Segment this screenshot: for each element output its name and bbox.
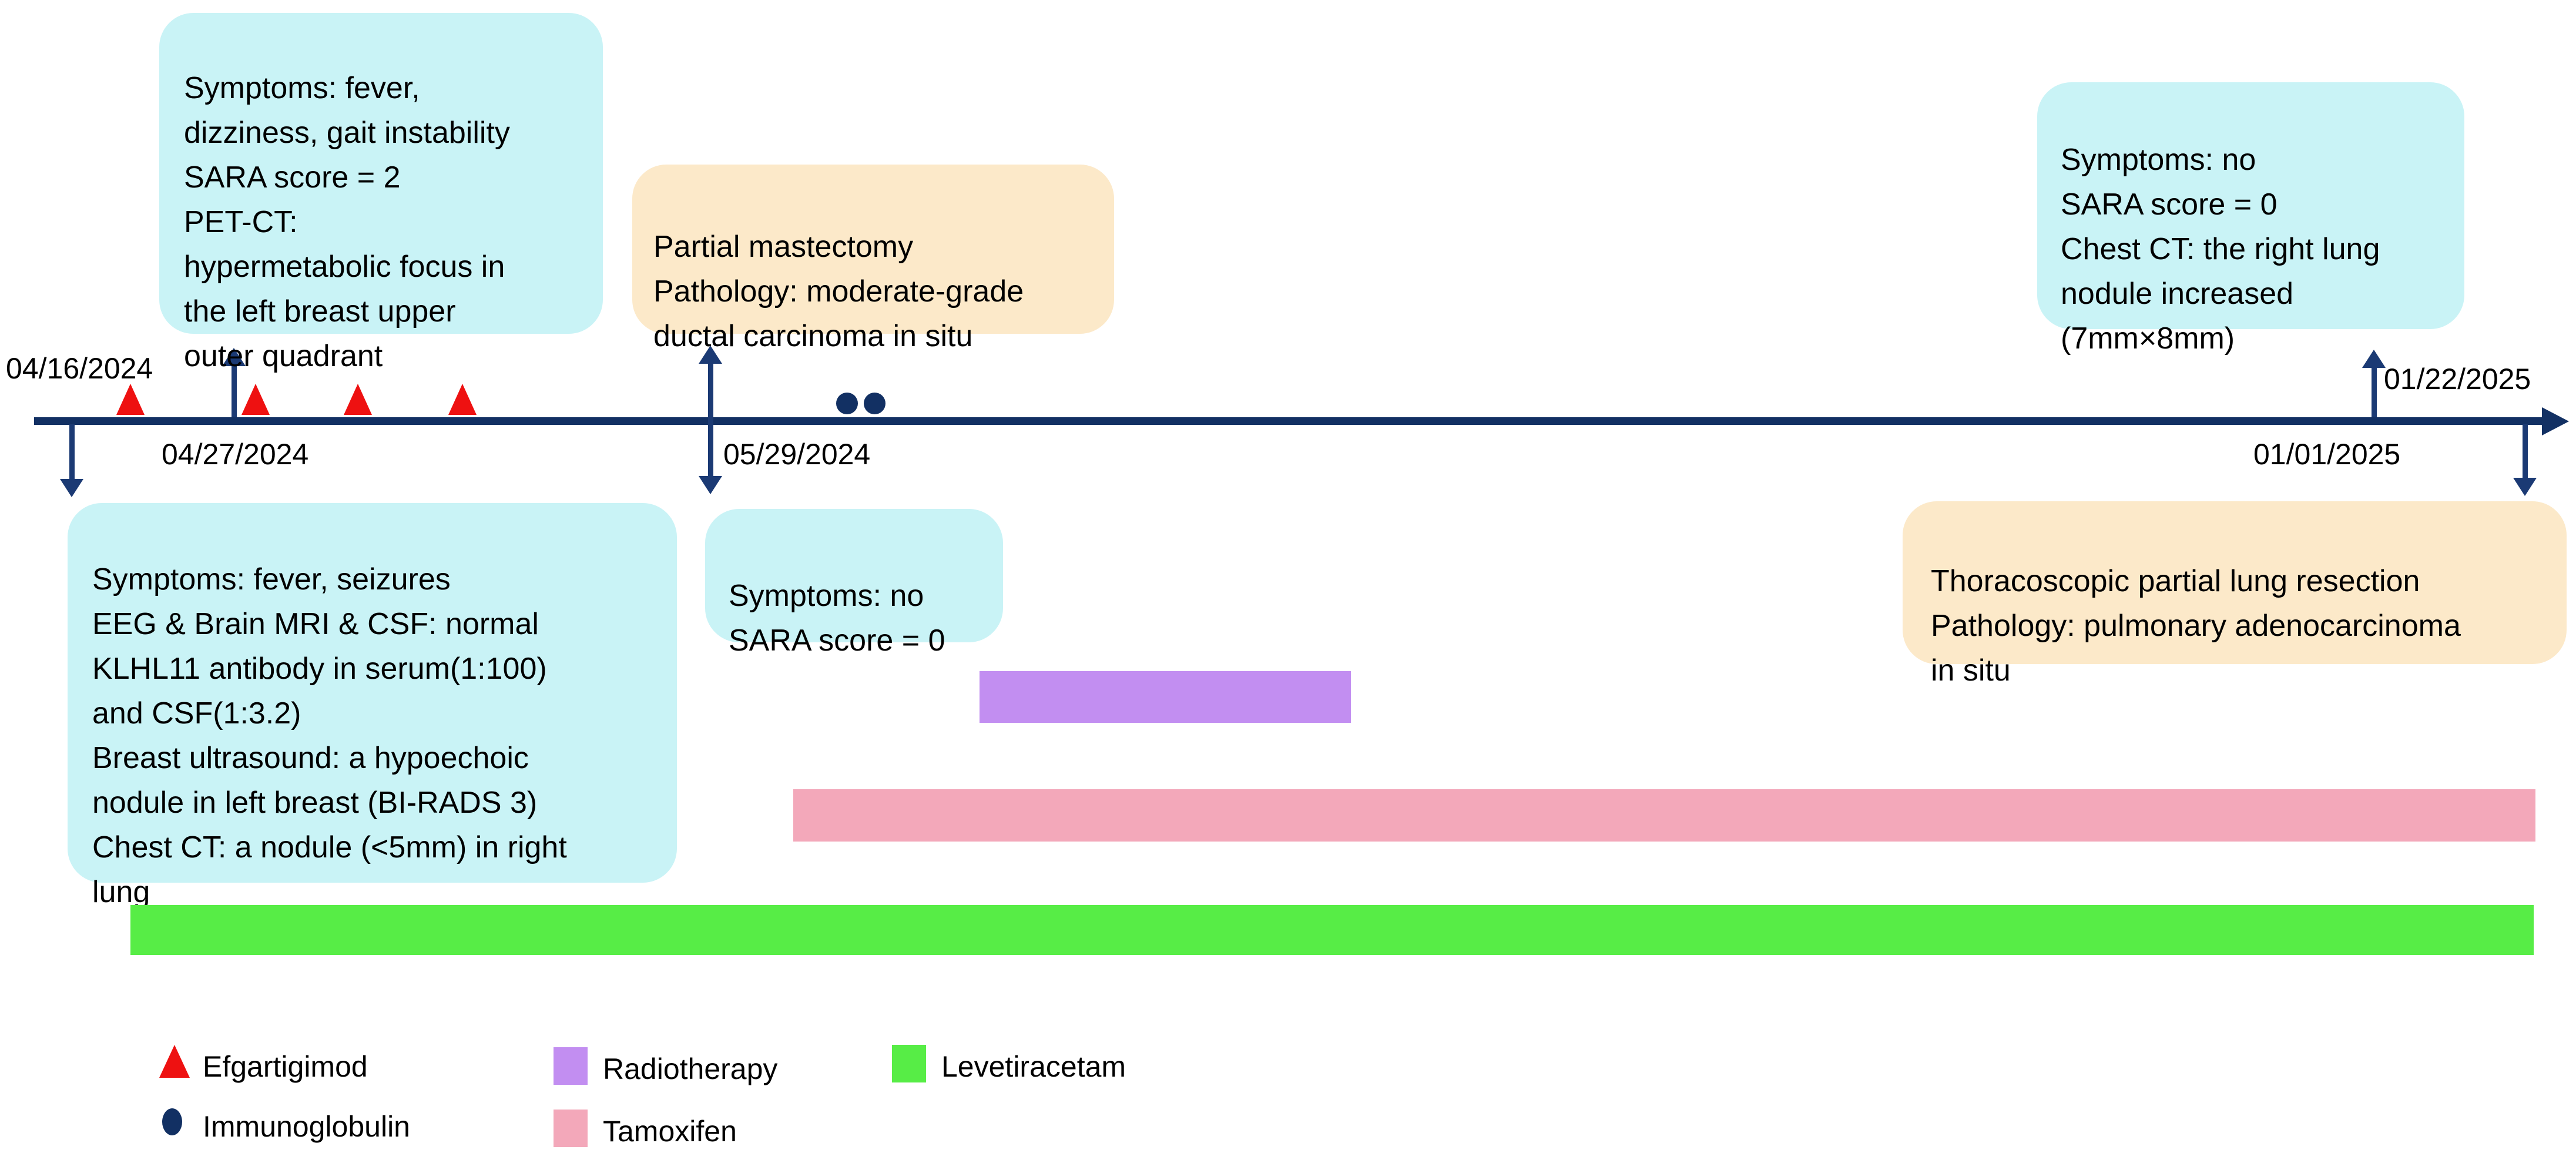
legend-radiotherapy-swatch [554,1047,588,1085]
callout-partial-mastectomy: Partial mastectomy Pathology: moderate-g… [632,165,1114,353]
connector-arrow-double-may29 [708,363,713,477]
callout-admission-workup: Symptoms: fever, seizures EEG & Brain MR… [68,503,677,909]
timeline-axis [34,417,2544,425]
date-label-01-22-2025: 01/22/2025 [2384,363,2531,395]
efgartigimod-triangle-icon [116,384,145,415]
arrowhead-down-icon [699,476,722,494]
legend-levetiracetam-swatch [892,1045,926,1082]
date-label-04-27-2024: 04/27/2024 [162,438,309,471]
callout-lung-resection-text: Thoracoscopic partial lung resection Pat… [1931,564,2461,688]
efgartigimod-triangle-icon [344,384,372,415]
immunoglobulin-dot-icon [836,393,858,414]
callout-lung-resection: Thoracoscopic partial lung resection Pat… [1903,501,2567,688]
legend-label-efgartigimod: Efgartigimod [203,1050,368,1083]
arrowhead-down-icon [2513,478,2537,496]
efgartigimod-triangle-icon [448,384,477,415]
date-label-01-01-2025: 01/01/2025 [2253,438,2401,471]
connector-arrow-down-apr16 [69,424,75,479]
arrowhead-up-icon [222,348,246,366]
legend-label-tamoxifen: Tamoxifen [603,1115,737,1148]
date-label-05-29-2024: 05/29/2024 [723,438,871,471]
legend-label-levetiracetam: Levetiracetam [941,1050,1126,1083]
bar-radiotherapy [980,671,1351,723]
callout-partial-mastectomy-text: Partial mastectomy Pathology: moderate-g… [653,230,1024,353]
legend-label-immunoglobulin: Immunoglobulin [203,1110,410,1143]
arrowhead-up-icon [2362,350,2386,368]
efgartigimod-triangle-icon [242,384,270,415]
date-label-04-16-2024: 04/16/2024 [6,352,153,385]
arrowhead-down-icon [60,479,83,497]
callout-onset-workup: Symptoms: fever, dizziness, gait instabi… [159,13,603,373]
callout-onset-workup-text: Symptoms: fever, dizziness, gait instabi… [184,71,510,373]
arrowhead-up-icon [699,346,722,364]
connector-arrow-up-jan22 [2372,367,2377,417]
callout-admission-workup-text: Symptoms: fever, seizures EEG & Brain MR… [92,562,567,909]
callout-followup-may: Symptoms: no SARA score = 0 [705,509,1003,658]
connector-arrow-up-apr27 [232,366,237,417]
legend-immunoglobulin-dot-icon [162,1108,182,1135]
legend-tamoxifen-swatch [554,1110,588,1147]
callout-followup-jan-text: Symptoms: no SARA score = 0 Chest CT: th… [2061,143,2380,356]
legend-label-radiotherapy: Radiotherapy [603,1053,778,1085]
bar-levetiracetam [130,905,2534,955]
immunoglobulin-dot-icon [864,393,886,414]
callout-followup-may-text: Symptoms: no SARA score = 0 [729,579,945,658]
bar-tamoxifen [793,789,2535,842]
callout-followup-jan: Symptoms: no SARA score = 0 Chest CT: th… [2037,82,2464,356]
connector-arrow-down-jan01 [2523,424,2528,478]
timeline-axis-arrowhead-right-icon [2542,407,2569,435]
legend-efgartigimod-triangle-icon [159,1045,190,1078]
